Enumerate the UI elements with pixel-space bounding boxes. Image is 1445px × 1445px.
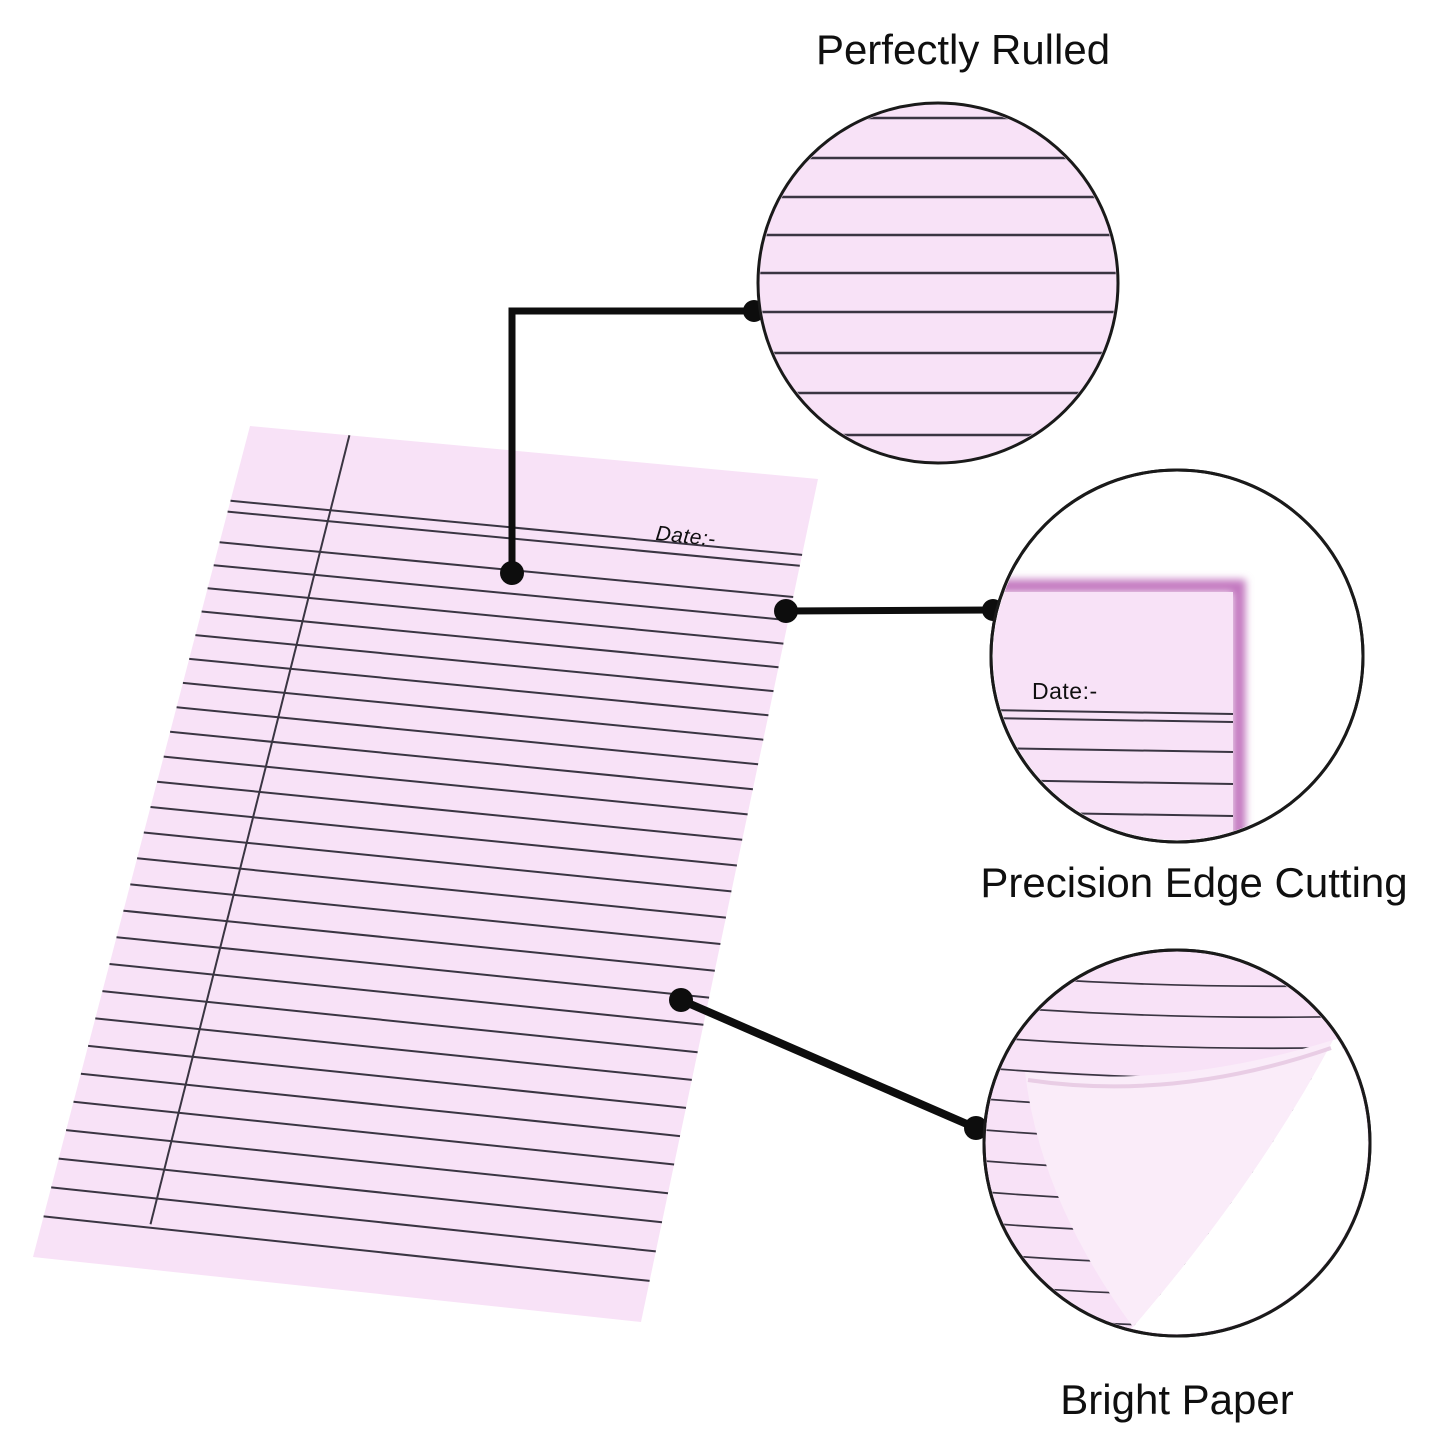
detail-date-label: Date:-: [1032, 678, 1098, 704]
page-curl-crease: [1027, 1046, 1332, 1089]
ruled-line: [51, 1186, 656, 1253]
connector-line-ruled: [508, 307, 754, 573]
ruled-line: [102, 990, 698, 1054]
ruled-line: [150, 806, 737, 867]
ruled-line: [182, 681, 764, 741]
ruled-line: [130, 883, 721, 945]
detail-ruled-line: [993, 709, 1234, 715]
ruled-line: [95, 1017, 692, 1081]
page-curl-flap: [1025, 1040, 1333, 1327]
ruled-line: [109, 963, 704, 1026]
ruled-line: [43, 1215, 650, 1282]
ruled-line: [87, 1044, 687, 1109]
detail-ruled-line: [993, 747, 1234, 753]
connector-dot-circle-bright: [964, 1116, 988, 1140]
ruled-line: [195, 634, 774, 693]
magnifier-circle-ruled: [756, 101, 1120, 465]
ruled-line: [170, 730, 753, 791]
ruled-line: [116, 936, 710, 999]
page-curl-reveal: [1080, 1031, 1368, 1334]
ruled-line: [157, 780, 743, 841]
detail-ruled-line: [993, 717, 1234, 723]
callout-circle-bright: [982, 948, 1372, 1338]
ruled-line: [230, 499, 803, 556]
connector-dot-paper-edge: [774, 599, 798, 623]
magnified-edge-content: Date:-: [993, 579, 1246, 840]
ruled-line: [123, 909, 715, 972]
ruled-line: [189, 657, 769, 717]
ruled-line: [136, 857, 727, 919]
magnifier-rim-bright: [982, 948, 1372, 1338]
ruled-line: [80, 1072, 681, 1138]
connector-dot-paper-bright: [669, 988, 693, 1012]
ruled-line: [143, 831, 732, 893]
connector-dot-paper-ruled: [500, 561, 524, 585]
ruled-line: [73, 1100, 675, 1166]
ruled-line: [201, 610, 779, 669]
connector-line-bright: [679, 996, 978, 1132]
magnifier-rim-edge: [989, 468, 1365, 844]
callout-title-edge: Precision Edge Cutting: [980, 859, 1407, 906]
callout-title-ruled: Perfectly Rulled: [816, 26, 1110, 73]
paper-ruled-lines: [43, 435, 803, 1282]
ruled-line: [207, 587, 784, 645]
connector-line-edge: [785, 606, 994, 615]
ruled-line: [213, 564, 789, 622]
magnified-bright-content: [986, 974, 1368, 1334]
magnified-ruled-lines: [760, 116, 1116, 437]
ruled-line: [58, 1157, 663, 1224]
lined-paper-sheet: [33, 426, 818, 1322]
paper-margin-line: [149, 435, 351, 1225]
callout-circle-edge: Date:-: [989, 468, 1365, 844]
paper-edge-glow: [993, 579, 1246, 840]
callout-title-bright: Bright Paper: [1060, 1376, 1293, 1423]
callout-connector-bright: [669, 988, 988, 1140]
ruled-line: [65, 1129, 669, 1195]
ruled-line: [163, 755, 748, 816]
callout-circle-ruled: [756, 101, 1120, 465]
ruled-line: [176, 706, 759, 766]
